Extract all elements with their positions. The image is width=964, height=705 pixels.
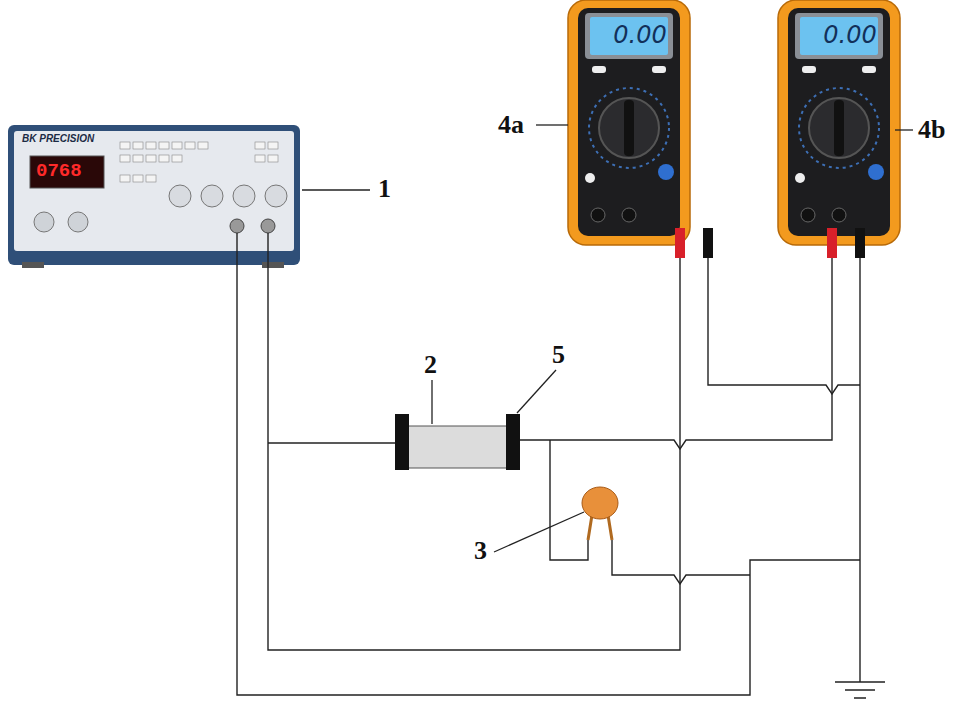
wires [237, 233, 885, 698]
capacitor-symbol [582, 487, 618, 540]
callout-number: 1 [378, 176, 391, 202]
callout-number: 5 [552, 342, 565, 368]
probe-plugs [675, 228, 865, 258]
callout-number: 4b [918, 117, 945, 143]
multimeter [778, 0, 900, 245]
callout-number: 2 [424, 352, 437, 378]
callout-number: 4a [498, 112, 524, 138]
brand-text: BK PRECISION [22, 134, 94, 144]
multimeter [568, 0, 690, 245]
frequency-display: 0768 [36, 162, 82, 181]
callout-number: 3 [474, 538, 487, 564]
sample [395, 414, 520, 470]
function-generator [8, 125, 300, 268]
leader-lines [302, 125, 913, 552]
meter-reading: 0.00 [613, 23, 666, 47]
meter-reading: 0.00 [823, 23, 876, 47]
